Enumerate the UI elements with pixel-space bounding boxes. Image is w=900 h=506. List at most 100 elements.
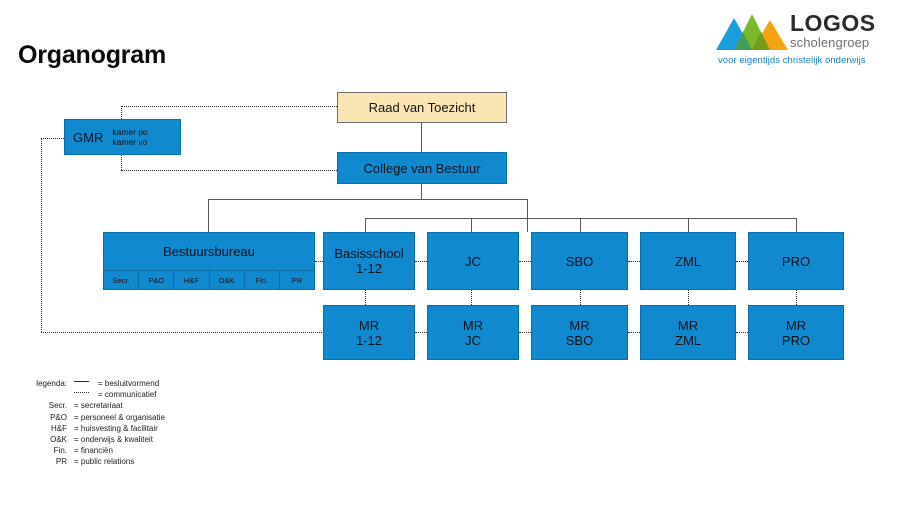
node-sbo[interactable]: SBO xyxy=(531,232,628,290)
connector-jc-stem xyxy=(471,218,472,232)
legend-row: legenda: = besluitvormend xyxy=(14,378,165,389)
connector-bestuursbureau-basisschool xyxy=(315,261,323,262)
node-mr-pro-label: MR PRO xyxy=(781,317,811,348)
node-zml[interactable]: ZML xyxy=(640,232,736,290)
legend-row: P&O = personeel & organisatie xyxy=(14,412,165,423)
bestuursbureau-cell-hef[interactable]: H&F xyxy=(174,271,210,289)
legend-value-pr: = public relations xyxy=(74,457,135,467)
legend-row: = communicatief xyxy=(14,389,165,400)
legend-row-value: = besluitvormend xyxy=(74,378,159,389)
connector-gmr-cvb-horizontal xyxy=(121,170,337,171)
legend-row: O&K = onderwijs & kwaliteit xyxy=(14,434,165,445)
node-mr-basisschool[interactable]: MR 1-12 xyxy=(323,305,415,360)
node-college-van-bestuur-label: College van Bestuur xyxy=(363,160,481,176)
node-sbo-label: SBO xyxy=(565,253,594,269)
connector-rvt-cvb xyxy=(421,123,422,152)
node-mr-jc-label: MR JC xyxy=(462,317,484,348)
logos-logo: LOGOS scholengroep voor eigentijds chris… xyxy=(716,8,892,70)
connector-gmr-mr-vertical xyxy=(41,138,42,332)
node-mr-zml[interactable]: MR ZML xyxy=(640,305,736,360)
node-gmr[interactable]: GMR kamer po kamer vo xyxy=(64,119,181,155)
legend-key-peno: P&O xyxy=(50,412,67,422)
connector-schools-drop xyxy=(527,199,528,232)
node-gmr-label: GMR xyxy=(73,129,104,145)
legend-besluitvormend-label: = besluitvormend xyxy=(98,379,160,388)
node-gmr-sublabel: kamer po kamer vo xyxy=(112,127,148,147)
connector-gmr-rvt-horizontal xyxy=(121,106,337,107)
bestuursbureau-cell-pr[interactable]: PR xyxy=(291,275,303,285)
connector-pro-stem xyxy=(796,218,797,232)
legend-key-secr: Secr. xyxy=(48,401,67,411)
node-zml-label: ZML xyxy=(675,253,701,269)
node-pro[interactable]: PRO xyxy=(748,232,844,290)
node-jc[interactable]: JC xyxy=(427,232,519,290)
legend-value-oek: = onderwijs & kwaliteit xyxy=(74,434,153,444)
node-mr-zml-label: MR ZML xyxy=(675,317,701,348)
node-mr-jc[interactable]: MR JC xyxy=(427,305,519,360)
connector-zml-pro xyxy=(736,261,748,262)
node-basisschool-label: Basisschool 1-12 xyxy=(334,246,404,276)
connector-sbo-mr xyxy=(580,290,581,305)
logo-wordmark: LOGOS scholengroep xyxy=(790,12,892,50)
node-basisschool[interactable]: Basisschool 1-12 xyxy=(323,232,415,290)
connector-sbo-stem xyxy=(580,218,581,232)
connector-jc-sbo xyxy=(519,261,531,262)
connector-bestuursbureau-drop xyxy=(208,199,209,232)
legend: legenda: = besluitvormend = communicatie… xyxy=(14,378,165,468)
legend-value-secr: = secretariaat xyxy=(74,401,123,411)
connector-mr-zml-mr-pro xyxy=(736,332,748,333)
legend-title: legenda: xyxy=(36,379,67,388)
logo-subtitle: scholengroep xyxy=(790,35,870,50)
connector-mr-sbo-mr-zml xyxy=(628,332,640,333)
connector-basisschool-mr xyxy=(365,290,366,305)
logo-name: LOGOS xyxy=(790,10,876,36)
bestuursbureau-cells: Secr. P&O H&F O&K Fin. PR xyxy=(104,270,314,289)
connector-jc-mr xyxy=(471,290,472,305)
node-college-van-bestuur[interactable]: College van Bestuur xyxy=(337,152,507,184)
connector-mr-jc-mr-sbo xyxy=(519,332,531,333)
legend-row-value: = communicatief xyxy=(74,389,156,400)
connector-branch-bar-top xyxy=(208,199,527,200)
connector-cvb-stem xyxy=(421,184,422,199)
node-mr-sbo-label: MR SBO xyxy=(565,317,594,348)
logo-triangles-icon xyxy=(716,14,788,50)
bestuursbureau-cell-oek[interactable]: O&K xyxy=(210,271,245,289)
node-mr-basisschool-label: MR 1-12 xyxy=(355,317,383,348)
connector-basisschool-jc xyxy=(415,261,427,262)
legend-key-fin: Fin. xyxy=(53,446,67,456)
node-bestuursbureau[interactable]: Bestuursbureau Secr. P&O H&F O&K Fin. PR xyxy=(103,232,315,290)
connector-gmr-cvb-vertical xyxy=(121,155,122,170)
legend-row: PR = public relations xyxy=(14,456,165,467)
connector-mr-basisschool-mr-jc xyxy=(415,332,427,333)
node-jc-label: JC xyxy=(465,253,481,269)
bestuursbureau-cell-peno[interactable]: P&O xyxy=(139,271,175,289)
connector-pro-mr xyxy=(796,290,797,305)
legend-value-fin: = financiën xyxy=(74,446,113,456)
legend-row: Secr. = secretariaat xyxy=(14,400,165,411)
legend-value-hef: = huisvesting & facilitair xyxy=(74,423,158,433)
legend-line-dotted-icon xyxy=(74,392,89,394)
node-mr-pro[interactable]: MR PRO xyxy=(748,305,844,360)
legend-key-oek: O&K xyxy=(50,434,67,444)
node-pro-label: PRO xyxy=(781,253,811,269)
connector-sbo-zml xyxy=(628,261,640,262)
connector-gmr-mr-horizontal xyxy=(41,332,322,333)
legend-line-solid-icon xyxy=(74,381,89,383)
legend-row: Fin. = financiën xyxy=(14,445,165,456)
node-bestuursbureau-label: Bestuursbureau xyxy=(163,244,255,259)
legend-key-pr: PR xyxy=(55,457,67,467)
node-raad-van-toezicht-label: Raad van Toezicht xyxy=(368,100,476,115)
connector-zml-mr xyxy=(688,290,689,305)
bestuursbureau-cell-fin[interactable]: Fin. xyxy=(245,271,280,289)
legend-value-peno: = personeel & organisatie xyxy=(74,412,165,422)
node-raad-van-toezicht[interactable]: Raad van Toezicht xyxy=(337,92,507,123)
connector-zml-stem xyxy=(688,218,689,232)
node-mr-sbo[interactable]: MR SBO xyxy=(531,305,628,360)
legend-key-hef: H&F xyxy=(51,423,67,433)
connector-basisschool-stem xyxy=(365,218,366,232)
bestuursbureau-cell-secr[interactable]: Secr. xyxy=(104,271,140,289)
page-title: Organogram xyxy=(18,41,167,69)
legend-row: H&F = huisvesting & facilitair xyxy=(14,423,165,434)
logo-tagline: voor eigentijds christelijk onderwijs xyxy=(718,55,866,66)
